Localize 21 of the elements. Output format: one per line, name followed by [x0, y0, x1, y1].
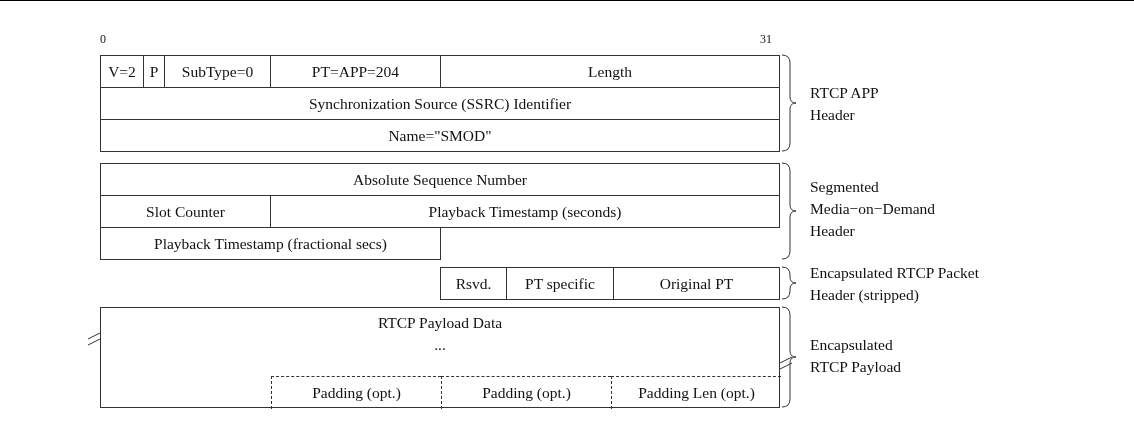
packet-field: Original PT	[613, 267, 780, 300]
packet-field: PT specific	[506, 267, 614, 300]
packet-field: V=2	[100, 55, 144, 88]
packet-field: Length	[440, 55, 780, 88]
field-label: RTCP Payload Data	[377, 314, 503, 332]
bit-number: 31	[760, 32, 772, 46]
optional-field: Padding (opt.)	[271, 376, 441, 409]
ellipsis: ...	[434, 336, 446, 354]
payload-field	[100, 307, 780, 408]
packet-field: Playback Timestamp (fractional secs)	[100, 227, 441, 260]
bracket-label: RTCP APP Header	[810, 83, 880, 125]
bracket-label: Encapsulated RTCP Packet Header (stripped)	[810, 263, 980, 305]
packet-field: Absolute Sequence Number	[100, 163, 780, 196]
bracket-label: Segmented Media−on−Demand Header	[810, 177, 937, 241]
packet-field: Name="SMOD"	[100, 119, 780, 152]
bracket-label: Encapsulated RTCP Payload	[810, 335, 903, 377]
packet-field: Rsvd.	[440, 267, 507, 300]
optional-field: Padding Len (opt.)	[611, 376, 781, 409]
optional-field: Padding (opt.)	[441, 376, 611, 409]
bit-number: 0	[100, 32, 106, 46]
packet-field: Synchronization Source (SSRC) Identifier	[100, 87, 780, 120]
